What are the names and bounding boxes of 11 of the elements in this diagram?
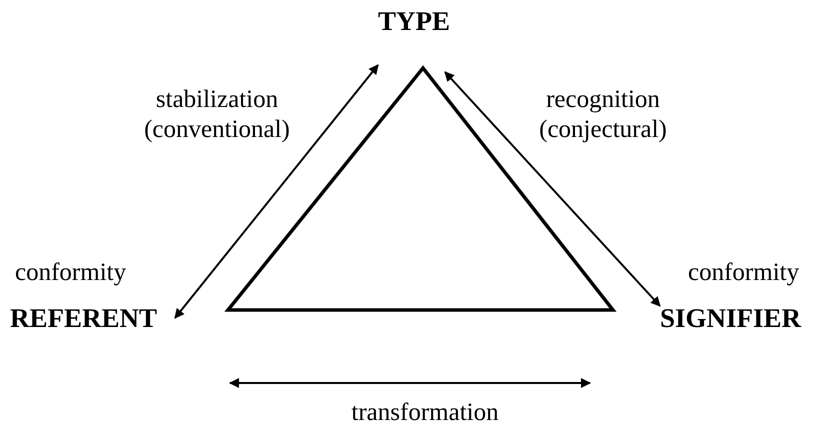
node-label: SIGNIFIER: [660, 303, 802, 334]
annotation-label: conformity: [688, 258, 800, 288]
annotation-label: conformity: [15, 258, 126, 288]
double-arrow: [229, 378, 591, 388]
edge-label: transformation: [350, 398, 500, 427]
node-label: REFERENT: [10, 303, 158, 334]
edge-label: stabilization (conventional): [143, 85, 291, 145]
double-arrow: [444, 71, 661, 307]
edge-label: recognition (conjectural): [538, 85, 668, 145]
node-label: TYPE: [378, 6, 450, 37]
double-arrow: [174, 64, 379, 319]
